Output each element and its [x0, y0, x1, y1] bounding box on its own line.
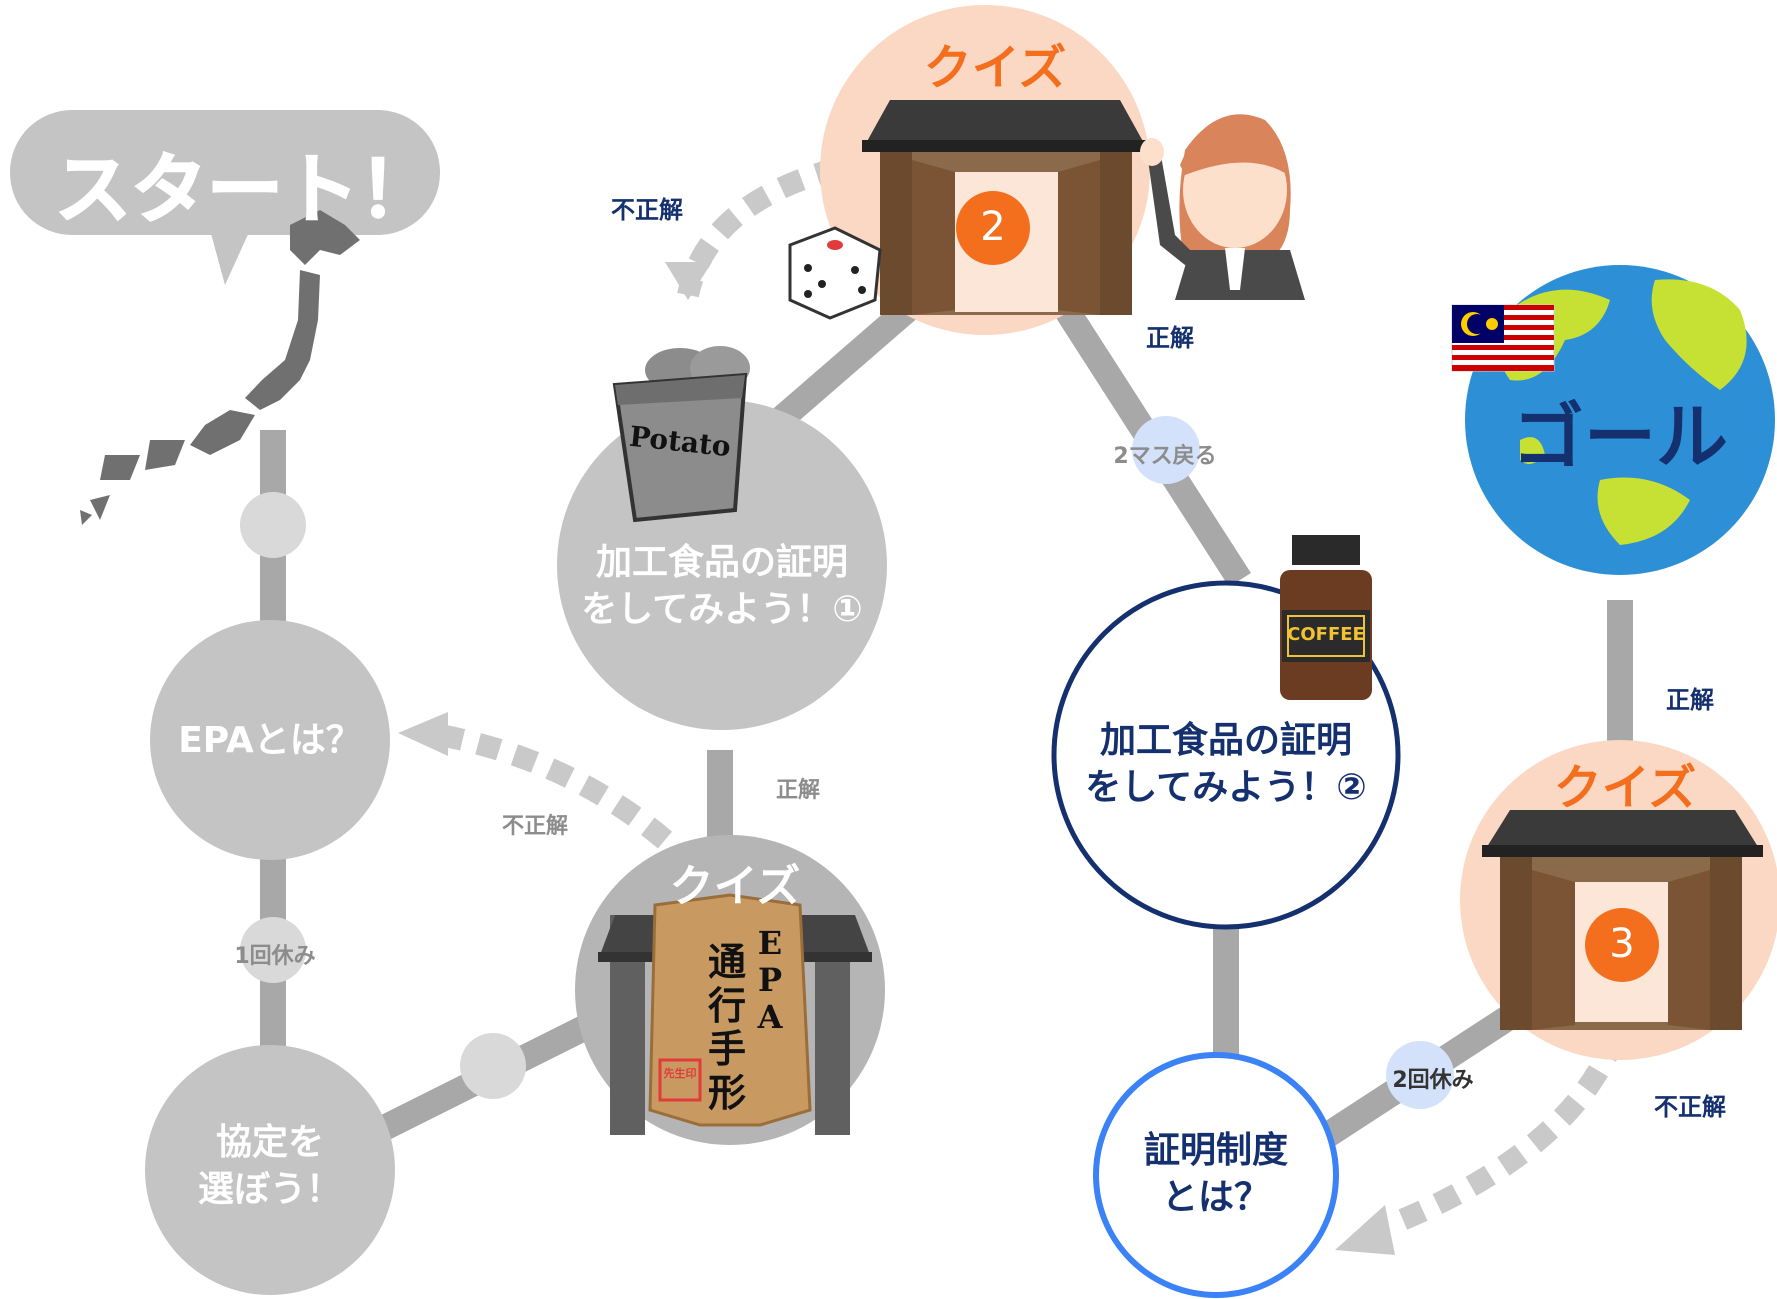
pass-tag-char-1: 通 — [707, 939, 746, 984]
node-proof1-line1: 加工食品の証明 — [595, 542, 848, 583]
label-incorrect-quiz3: 不正解 — [1654, 1093, 1726, 1121]
dice-icon — [788, 226, 882, 320]
node-system-label: 証明制度 とは？ — [1096, 1128, 1336, 1222]
waypoint-dot-rest1 — [240, 917, 306, 983]
node-epa — [150, 620, 390, 860]
arrowhead-quiz2 — [665, 262, 712, 300]
teacher-woman-icon — [1140, 114, 1305, 301]
pass-tag-epa-e: E — [757, 924, 783, 962]
waypoint-dot-1 — [240, 492, 306, 558]
board-paths — [260, 280, 1633, 1151]
quiz3-number: 3 — [1609, 921, 1635, 967]
node-proof2-line1: 加工食品の証明 — [1099, 720, 1352, 761]
node-system-line1: 証明制度 — [1143, 1130, 1288, 1171]
quiz2-number-badge — [956, 191, 1030, 265]
waypoint-dot-rest2 — [1386, 1041, 1454, 1109]
arrow-quiz1-incorrect — [437, 724, 673, 849]
waypoint-dot-2 — [460, 1033, 526, 1099]
node-proof1-line2: をしてみよう！① — [581, 588, 863, 630]
malaysia-flag-icon — [1451, 304, 1555, 372]
arrowhead-quiz3 — [1335, 1205, 1395, 1255]
goal-label: ゴール — [1511, 395, 1728, 479]
node-choose-line2: 選ぼう！ — [197, 1168, 342, 1210]
start-label: スタート！ — [54, 144, 436, 235]
label-rest2: 2回休み — [1392, 1068, 1474, 1093]
node-system-line2: とは？ — [1161, 1176, 1270, 1218]
pass-tag-epa: E P A — [755, 925, 785, 1035]
label-correct-quiz1: 正解 — [775, 778, 820, 803]
node-choose-line1: 協定を — [215, 1122, 324, 1163]
node-choose — [145, 1045, 395, 1295]
stamp-icon — [658, 1058, 702, 1102]
pass-tag-kanji: 通 行 手 形 — [705, 940, 749, 1115]
japan-map-icon — [80, 210, 360, 525]
label-incorrect-quiz2: 不正解 — [611, 196, 683, 224]
label-back2: 2マス戻る — [1113, 444, 1217, 469]
waypoint-dot-back2 — [1132, 416, 1200, 484]
node-proof2-label: 加工食品の証明 をしてみよう！② — [1066, 718, 1386, 812]
node-proof2-line2: をしてみよう！② — [1085, 766, 1367, 808]
potato-chips-icon — [612, 346, 750, 523]
quiz1-title: クイズ — [669, 861, 801, 912]
label-correct-quiz2: 正解 — [1146, 324, 1194, 352]
pass-tag-stamp: 先生印 — [663, 1067, 697, 1080]
node-epa-label: EPAとは？ — [178, 720, 362, 761]
pass-tag-char-2: 行 — [707, 982, 746, 1028]
arrow-quiz3-incorrect — [1385, 997, 1636, 1236]
node-proof1-label: 加工食品の証明 をしてみよう！① — [562, 540, 882, 634]
label-correct-quiz3: 正解 — [1666, 686, 1714, 714]
label-rest1: 1回休み — [234, 944, 316, 969]
pass-tag-epa-p: P — [757, 960, 783, 999]
arrowhead-quiz1 — [398, 712, 448, 756]
start-bubble — [10, 110, 440, 285]
node-choose-label: 協定を 選ぼう！ — [150, 1120, 390, 1214]
coffee-jar-icon — [1280, 535, 1372, 700]
quiz2-number: 2 — [980, 204, 1006, 250]
quiz2-title: クイズ — [923, 40, 1067, 96]
pass-tag-char-3: 手 — [707, 1026, 746, 1072]
quiz3-number-badge — [1585, 908, 1659, 982]
pass-tag-char-4: 形 — [707, 1070, 746, 1116]
pass-tag-epa-a: A — [757, 997, 783, 1036]
coffee-label: COFFEE — [1287, 624, 1365, 645]
quiz3-title: クイズ — [1553, 760, 1697, 816]
label-incorrect-quiz1: 不正解 — [501, 814, 568, 839]
node-system — [1093, 1052, 1339, 1298]
epa-pass-tag — [648, 893, 812, 1127]
